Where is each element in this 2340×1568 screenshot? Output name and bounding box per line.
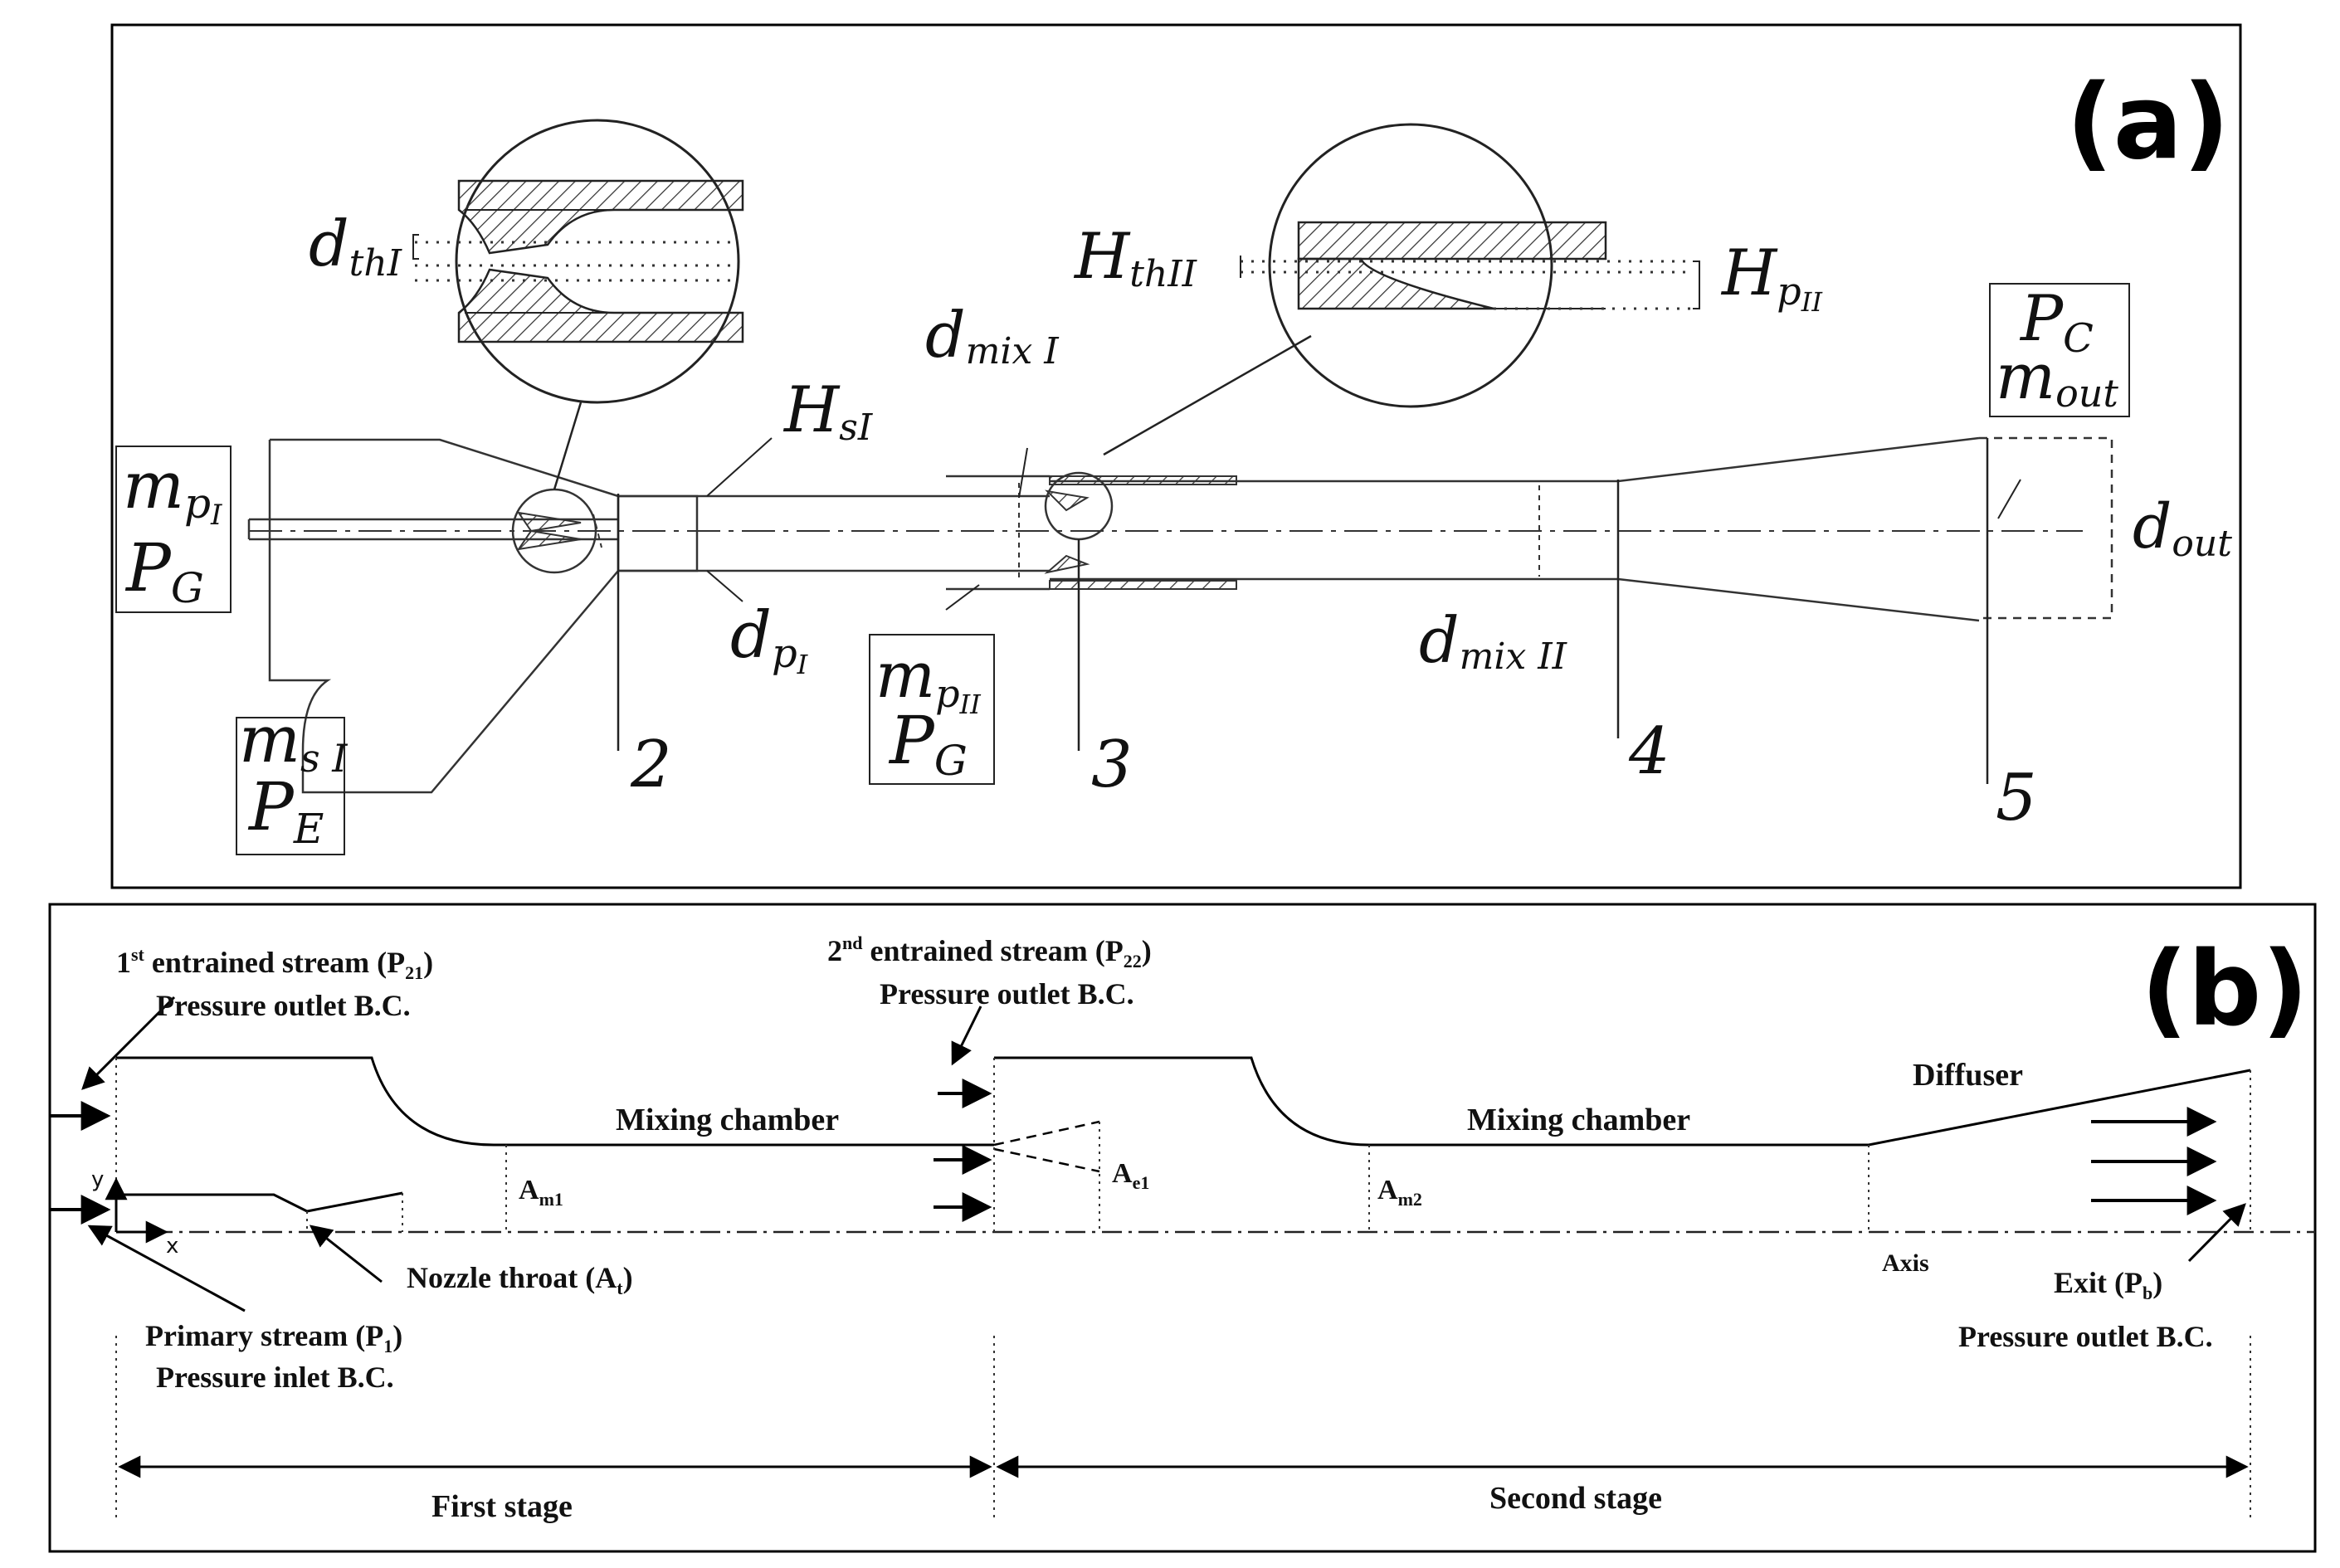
station-4: 4 bbox=[1628, 714, 1670, 789]
leader-arrows-b bbox=[81, 996, 2246, 1312]
nozzle-throat-label: Nozzle throat (At) bbox=[407, 1261, 633, 1298]
station-lines bbox=[617, 438, 1989, 784]
second-stage-label: Second stage bbox=[1489, 1481, 1662, 1516]
diffuser-label: Diffuser bbox=[1913, 1058, 2023, 1093]
panel-a: (a) bbox=[110, 23, 2242, 889]
label-d-th1: dthI bbox=[309, 207, 403, 285]
flow-arrows-b bbox=[50, 1079, 2217, 1225]
label-m-out: mout bbox=[1996, 339, 2118, 416]
label-m-p2: mpII bbox=[875, 638, 982, 720]
nozzle-dashes-b bbox=[993, 1120, 1100, 1173]
hatched-strip-bottom bbox=[1049, 580, 1237, 590]
mixing-chamber-1: Mixing chamber bbox=[616, 1103, 839, 1137]
xy-axes-b bbox=[105, 1177, 168, 1244]
ejector-body bbox=[247, 436, 1980, 794]
label-ae1: Ae1 bbox=[1112, 1158, 1149, 1193]
x-axis-label: x bbox=[166, 1234, 178, 1259]
mixing-chamber-2: Mixing chamber bbox=[1467, 1103, 1690, 1137]
label-boxes bbox=[115, 283, 2130, 855]
primary-line1: Primary stream (P1) bbox=[145, 1319, 402, 1356]
magnifier-2 bbox=[1103, 123, 1700, 456]
label-am1: Am1 bbox=[519, 1175, 563, 1210]
ejector-geometry-b bbox=[116, 1056, 2251, 1213]
panel-a-labels: mpI PG ms I PE dthI HsI dpI dmix I mpII … bbox=[123, 207, 2232, 853]
outlet-box bbox=[1979, 436, 2113, 620]
station-2: 2 bbox=[630, 728, 672, 802]
label-d-mix2: dmix II bbox=[1419, 603, 1568, 678]
label-h-th2: HthII bbox=[1073, 219, 1198, 295]
label-h-s1: HsI bbox=[782, 373, 874, 449]
label-am2: Am2 bbox=[1377, 1175, 1422, 1210]
magnifier-1 bbox=[412, 119, 744, 490]
entrained2-line1: 2nd entrained stream (P22) bbox=[827, 933, 1152, 971]
panel-a-label: (a) bbox=[2066, 63, 2230, 183]
hatched-strip-top bbox=[1049, 475, 1237, 485]
label-p-e: PE bbox=[247, 768, 324, 853]
label-d-p1: dpI bbox=[730, 598, 809, 680]
label-d-out: dout bbox=[2133, 491, 2232, 565]
label-m-p1: mpI bbox=[123, 449, 222, 532]
station-3: 3 bbox=[1091, 728, 1133, 802]
label-p-g2: PG bbox=[888, 702, 968, 785]
entrained1-line2: Pressure outlet B.C. bbox=[156, 989, 411, 1022]
entrained2-line2: Pressure outlet B.C. bbox=[880, 977, 1134, 1010]
exit-line1: Exit (Pb) bbox=[2054, 1266, 2162, 1303]
panel-a-frame bbox=[110, 23, 2242, 889]
label-p-c: PC bbox=[2019, 281, 2094, 362]
label-h-p2: HpII bbox=[1720, 236, 1823, 318]
panel-b-label: (b) bbox=[2141, 930, 2308, 1049]
axis-label: Axis bbox=[1882, 1249, 1929, 1277]
dotted-verticals-b bbox=[115, 1058, 2251, 1518]
primary-line2: Pressure inlet B.C. bbox=[156, 1361, 394, 1394]
leaders-a bbox=[706, 437, 2021, 611]
first-stage-label: First stage bbox=[431, 1489, 573, 1524]
nozzle-2 bbox=[1018, 471, 1540, 579]
entrained1-line1: 1st entrained stream (P21) bbox=[116, 944, 433, 983]
y-axis-label: y bbox=[91, 1167, 104, 1192]
station-5: 5 bbox=[1996, 761, 2037, 835]
label-m-s1: ms I bbox=[239, 703, 348, 781]
panel-b: (b) bbox=[48, 903, 2317, 1553]
label-d-mix1: dmix I bbox=[925, 298, 1060, 373]
exit-line2: Pressure outlet B.C. bbox=[1958, 1320, 2213, 1353]
label-p-g1: PG bbox=[124, 529, 204, 612]
panel-b-labels: 1st entrained stream (P21) Pressure outl… bbox=[91, 933, 2213, 1524]
nozzle-1 bbox=[511, 488, 602, 574]
panel-b-frame bbox=[48, 903, 2317, 1553]
